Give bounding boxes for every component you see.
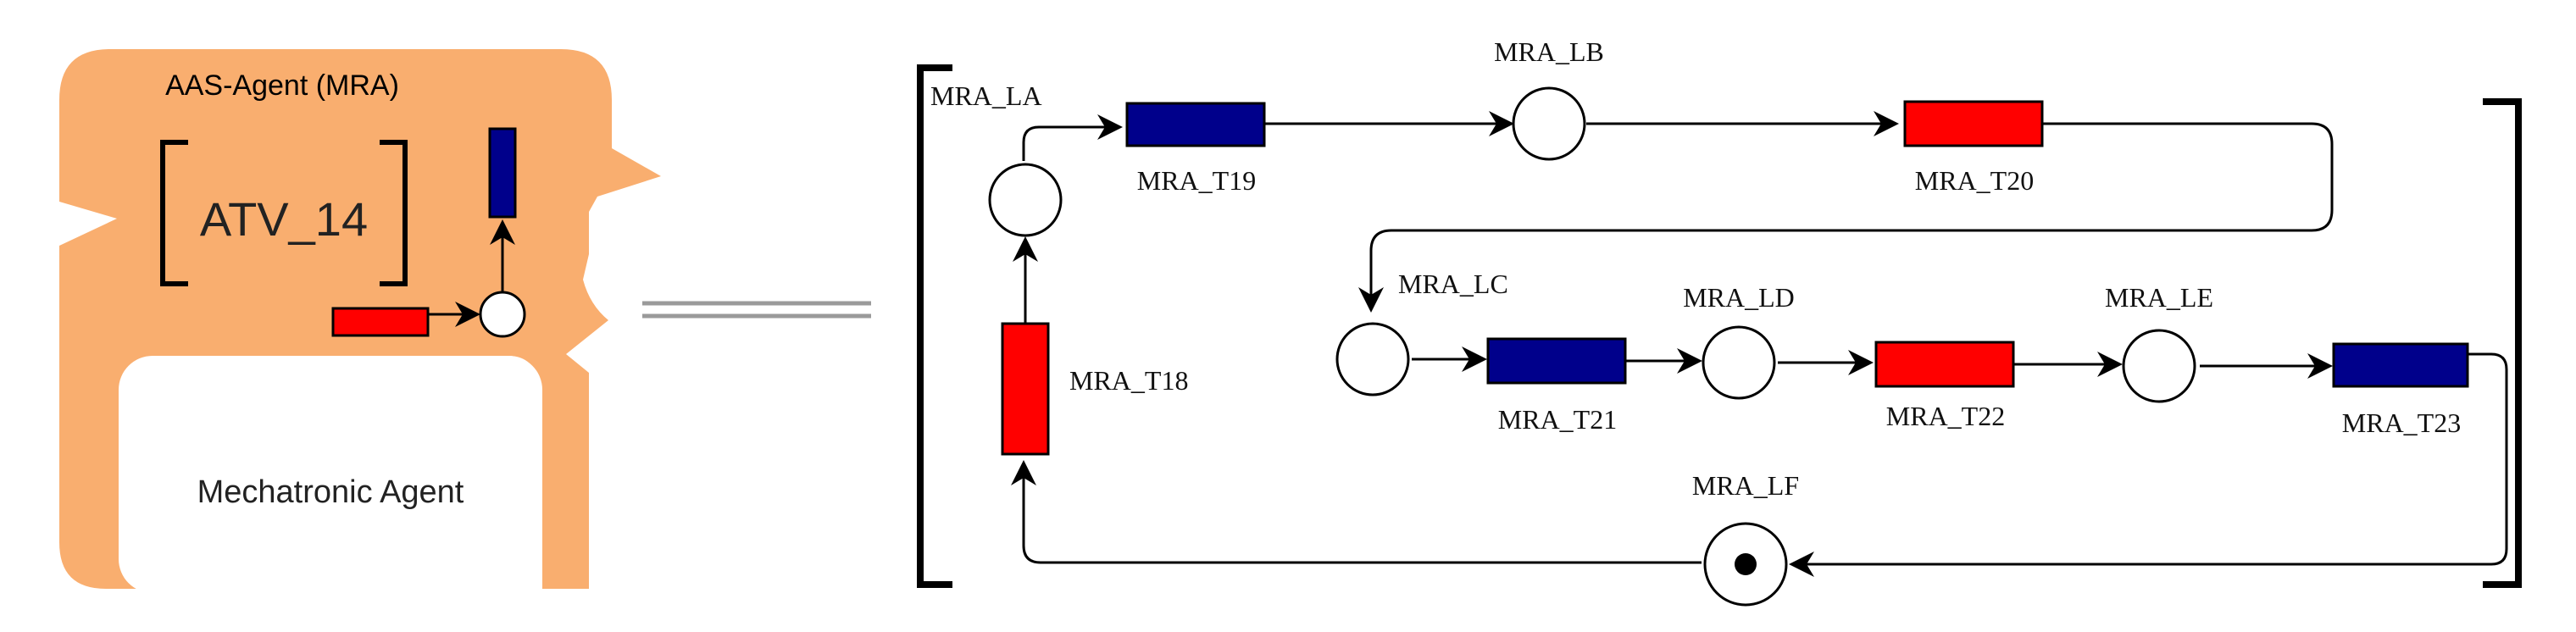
agent-title: AAS-Agent (MRA) — [165, 69, 399, 102]
arc-t23-lf — [1789, 352, 2508, 577]
label-mra-ld: MRA_LD — [1683, 282, 1795, 313]
label-mra-t21: MRA_T21 — [1498, 404, 1617, 435]
net-left-bracket — [917, 64, 952, 588]
transition-mra-t20 — [1903, 100, 2044, 147]
aas-agent: AAS-Agent (MRA) ATV_14 Mechatronic Agent — [59, 49, 661, 593]
label-mra-t23: MRA_T23 — [2342, 407, 2461, 438]
token-mra-lf — [1735, 553, 1757, 575]
place-mra-lc — [1335, 322, 1410, 396]
label-mra-t18: MRA_T18 — [1069, 365, 1188, 396]
transition-mra-t22 — [1874, 341, 2015, 388]
agent-blue-transition — [488, 127, 517, 219]
agent-inner-hole — [119, 356, 542, 593]
label-mra-t22: MRA_T22 — [1886, 401, 2005, 431]
label-mra-t19: MRA_T19 — [1137, 165, 1256, 196]
arc-t20-lc — [1358, 122, 2334, 313]
place-mra-lb — [1512, 86, 1586, 161]
equivalence-sign — [642, 301, 871, 319]
arc-lf-t18 — [1011, 460, 1702, 564]
place-mra-la — [988, 163, 1063, 237]
transition-mra-t18 — [1001, 322, 1050, 456]
label-mra-la: MRA_LA — [930, 80, 1042, 111]
label-mra-lf: MRA_LF — [1692, 470, 1799, 501]
arc-la-t19 — [1022, 114, 1123, 161]
transition-mra-t19 — [1125, 102, 1266, 147]
agent-place — [479, 291, 526, 338]
place-mra-le — [2122, 329, 2196, 403]
label-mra-lb: MRA_LB — [1494, 36, 1604, 67]
transition-mra-t23 — [2332, 342, 2469, 388]
label-mra-t20: MRA_T20 — [1915, 165, 2034, 196]
net-right-bracket — [2483, 98, 2522, 588]
agent-bottom-label: Mechatronic Agent — [197, 474, 464, 510]
label-mra-lc: MRA_LC — [1398, 269, 1508, 299]
atv-right-bracket — [380, 140, 408, 286]
agent-red-transition — [331, 307, 430, 337]
petri-net: MRA_LA MRA_LB MRA_LC MRA_LD MRA_LE MRA_L… — [917, 36, 2522, 607]
atv-left-bracket — [160, 140, 188, 286]
transition-mra-t21 — [1486, 337, 1627, 385]
atv-label: ATV_14 — [200, 192, 368, 246]
place-mra-ld — [1702, 325, 1776, 400]
label-mra-le: MRA_LE — [2105, 282, 2213, 313]
